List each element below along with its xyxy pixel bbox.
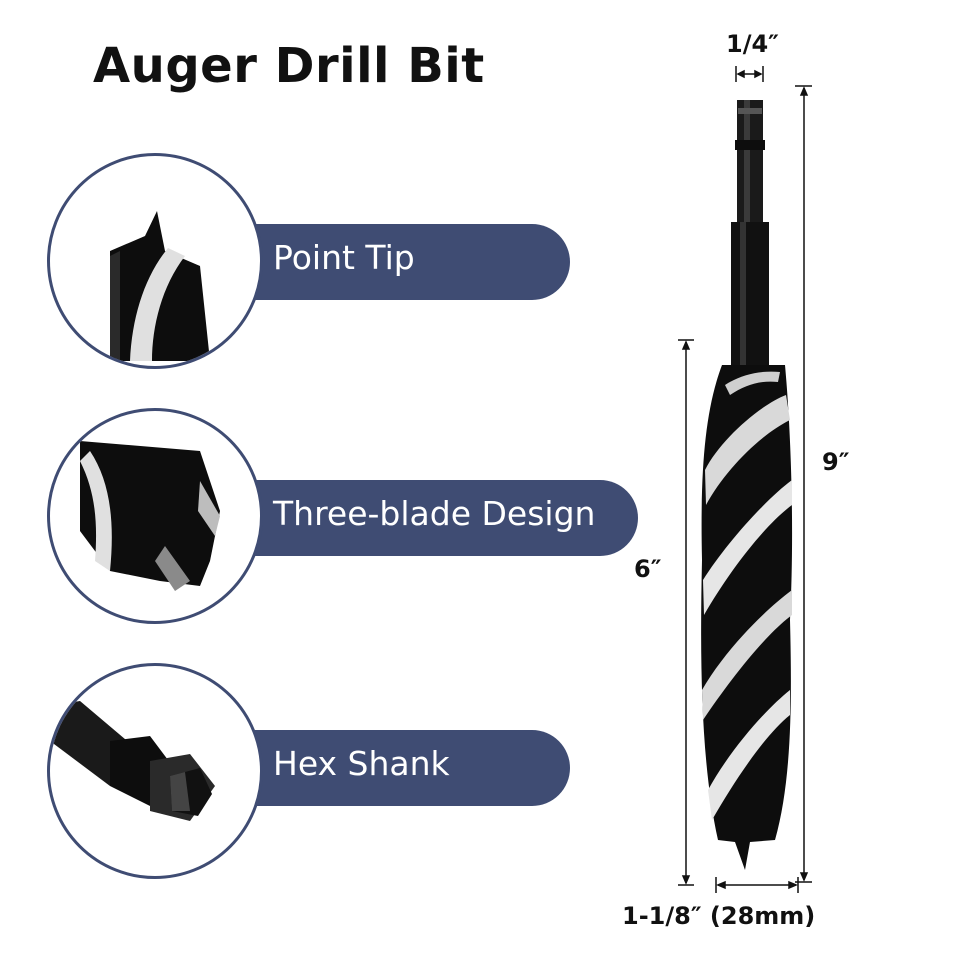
page-title: Auger Drill Bit xyxy=(93,38,485,94)
shank-width-label: 1/4″ xyxy=(726,30,779,58)
hex-shank xyxy=(735,100,765,225)
feature-label-three-blade: Three-blade Design xyxy=(273,494,596,533)
shank-width-dimension xyxy=(735,66,764,82)
hex-shank-closeup-icon xyxy=(47,663,263,879)
feature-label-hex-shank: Hex Shank xyxy=(273,744,450,783)
diameter-label: 1-1/8″ (28mm) xyxy=(622,902,816,930)
flute-length-dimension xyxy=(678,339,694,886)
three-blade-closeup-icon xyxy=(47,408,263,624)
feature-label-point-tip: Point Tip xyxy=(273,238,415,277)
round-shank xyxy=(731,222,769,367)
total-length-label: 9″ xyxy=(822,448,850,476)
diameter-dimension xyxy=(715,877,799,893)
point-tip-closeup-icon xyxy=(47,153,263,369)
spiral-flute-body xyxy=(701,365,793,870)
flute-length-label: 6″ xyxy=(634,555,662,583)
total-length-dimension xyxy=(795,85,812,883)
